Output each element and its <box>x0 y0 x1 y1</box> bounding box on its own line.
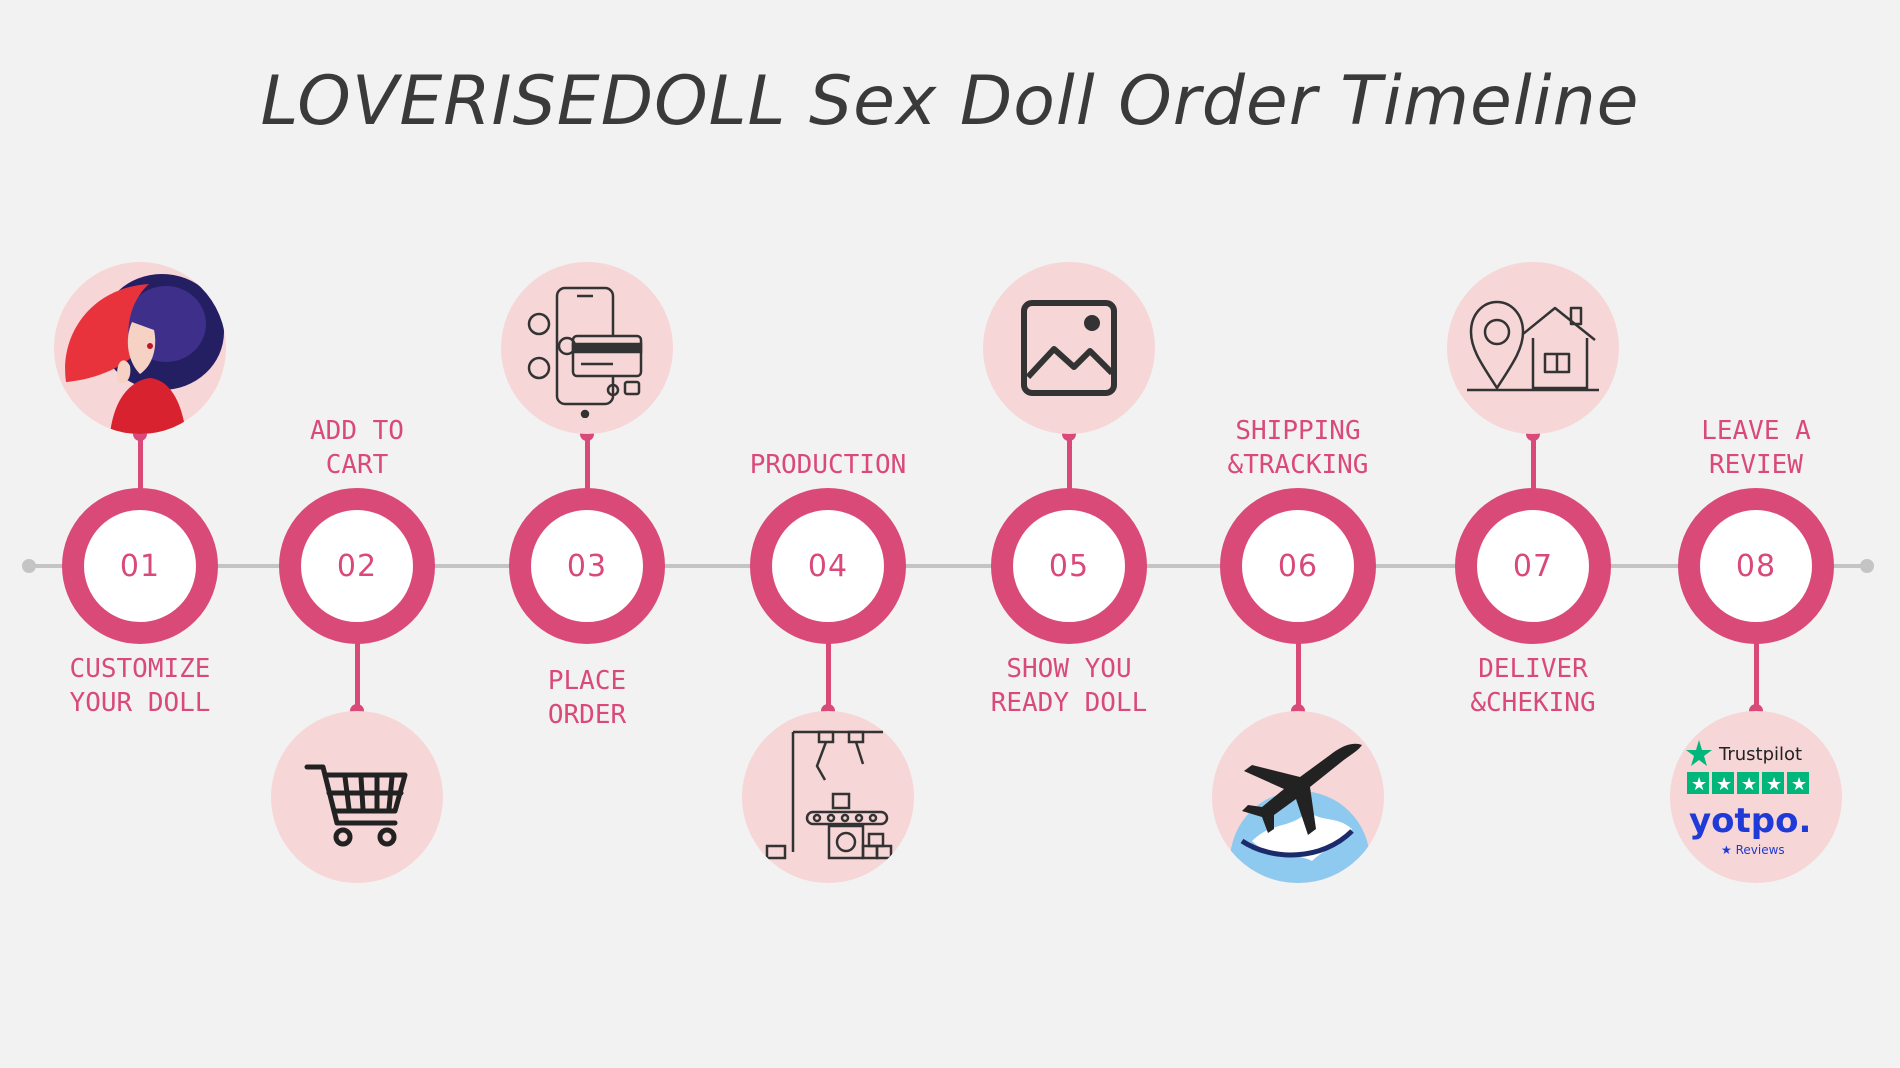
step-number-circle: 05 <box>991 488 1147 644</box>
svg-text:★: ★ <box>1716 774 1732 795</box>
step-number-circle: 04 <box>750 488 906 644</box>
timeline-start-cap <box>22 559 36 573</box>
airplane-globe-icon <box>1212 711 1384 883</box>
connector-stem <box>355 626 360 711</box>
connector-stem <box>1754 626 1759 711</box>
yotpo-text: yotpo. <box>1689 801 1811 841</box>
step-number-circle: 02 <box>279 488 435 644</box>
step-number-circle: 07 <box>1455 488 1611 644</box>
connector-stem <box>1067 434 1072 506</box>
connector-stem <box>1296 626 1301 711</box>
reviews-logos-icon: Trustpilot ★ ★ ★ ★ ★ yotpo. ★ Reviews <box>1670 711 1842 883</box>
step-label: CUSTOMIZE YOUR DOLL <box>69 654 211 718</box>
timeline-end-cap <box>1860 559 1874 573</box>
reviews-text: ★ Reviews <box>1721 843 1785 857</box>
step-number-circle: 08 <box>1678 488 1834 644</box>
step-label: PLACE ORDER <box>547 666 627 730</box>
step-label: SHIPPING &TRACKING <box>1227 416 1369 480</box>
connector-stem <box>826 626 831 711</box>
step-number-circle: 01 <box>62 488 218 644</box>
woman-red-hat-icon <box>54 262 226 434</box>
location-house-icon <box>1447 262 1619 434</box>
svg-text:★: ★ <box>1791 774 1807 795</box>
step-label: DELIVER &CHEKING <box>1470 654 1596 718</box>
step-number-circle: 03 <box>509 488 665 644</box>
page-title: LOVERISEDOLL Sex Doll Order Timeline <box>260 62 1640 141</box>
factory-assembly-icon <box>742 711 914 883</box>
trustpilot-text: Trustpilot <box>1718 744 1802 765</box>
connector-stem <box>585 434 590 506</box>
svg-text:★: ★ <box>1766 774 1782 795</box>
image-icon <box>983 262 1155 434</box>
svg-text:★: ★ <box>1741 774 1757 795</box>
step-label: ADD TO CART <box>310 416 404 480</box>
shopping-cart-icon <box>271 711 443 883</box>
step-label: LEAVE A REVIEW <box>1701 416 1811 480</box>
connector-stem <box>138 434 143 506</box>
svg-text:★: ★ <box>1691 774 1707 795</box>
phone-payment-icon <box>501 262 673 434</box>
connector-stem <box>1531 434 1536 506</box>
step-label: SHOW YOU READY DOLL <box>990 654 1148 718</box>
step-label: PRODUCTION <box>749 450 907 480</box>
timeline-line <box>28 564 1866 568</box>
step-number-circle: 06 <box>1220 488 1376 644</box>
